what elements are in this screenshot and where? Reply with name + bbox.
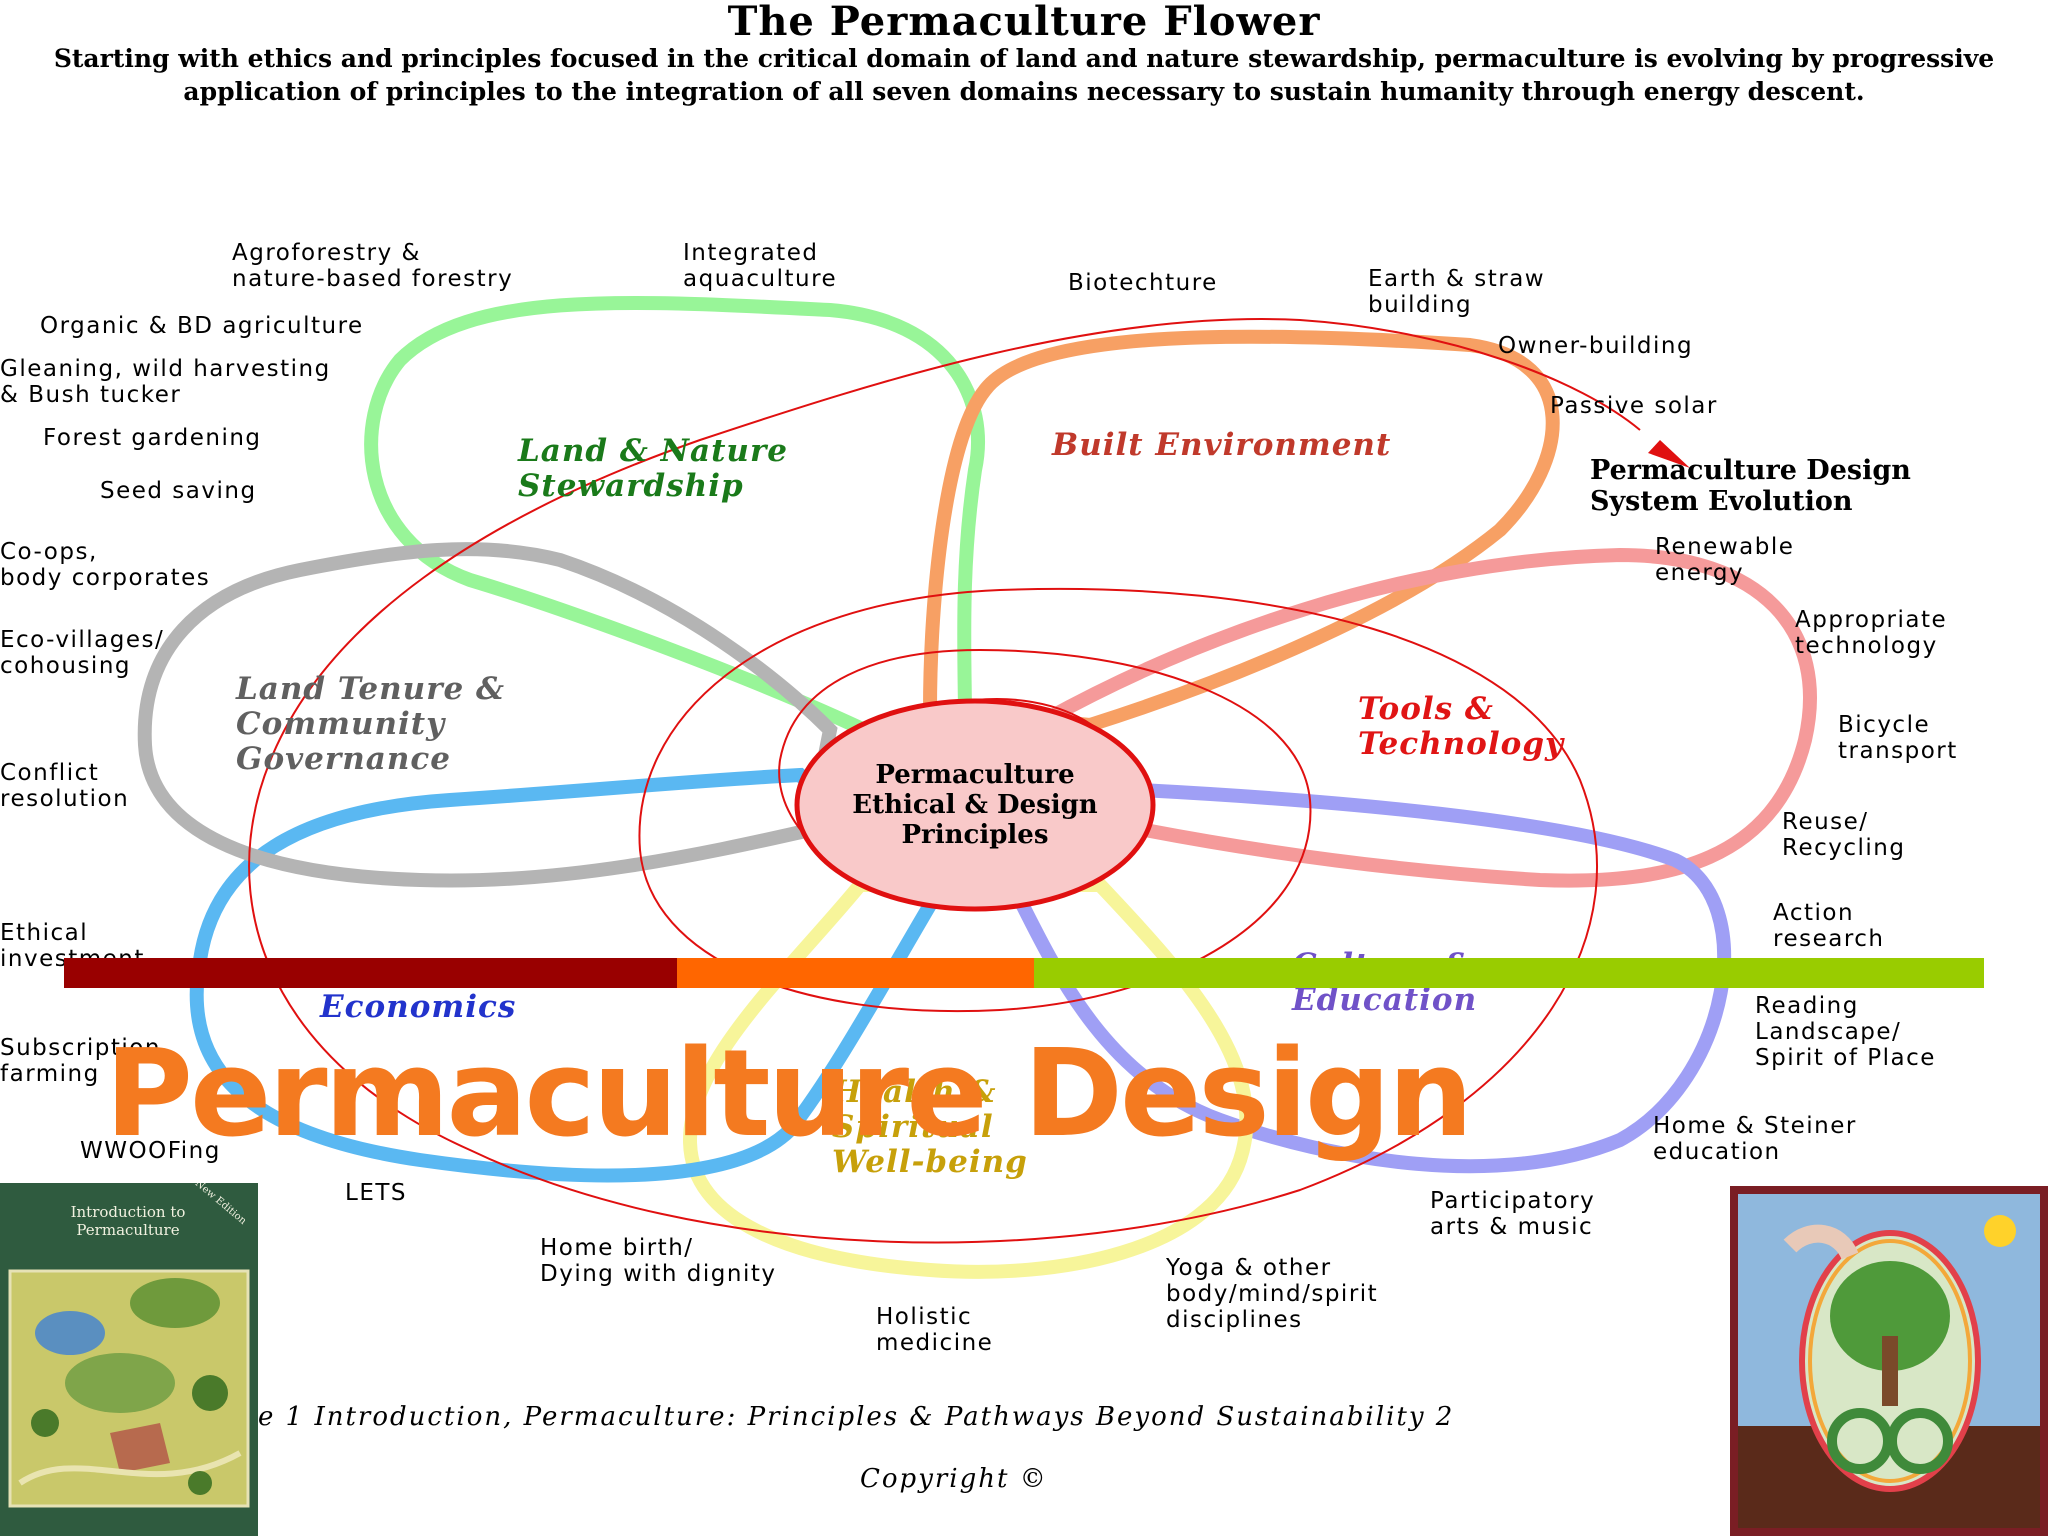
label-reuse: Reuse/ Recycling [1782, 809, 1906, 861]
label-aquaculture: Integrated aquaculture [683, 240, 838, 292]
domain-tenure: Land Tenure & Community Governance [236, 671, 506, 777]
book-title: Introduction to Permaculture [70, 1203, 186, 1239]
figure-caption: e 1 Introduction, Permaculture: Principl… [258, 1402, 1455, 1432]
label-coops: Co-ops, body corporates [0, 539, 211, 591]
center-circle [794, 698, 1156, 912]
evolution-spiral [248, 318, 1641, 1244]
center-label: Permaculture Ethical & Design Principles [852, 760, 1098, 850]
domain-tools: Tools & Technology [1358, 691, 1565, 762]
page-subtitle: Starting with ethics and principles focu… [53, 44, 1995, 106]
label-organic: Organic & BD agriculture [40, 313, 364, 339]
label-seed-saving: Seed saving [100, 478, 257, 504]
evolution-arrowhead [1648, 440, 1690, 468]
label-forest-gardening: Forest gardening [43, 425, 262, 451]
label-holistic: Holistic medicine [876, 1304, 994, 1356]
domain-built: Built Environment [1052, 427, 1392, 463]
bar-segment-red [64, 958, 677, 988]
label-appropriate-tech: Appropriate technology [1795, 607, 1948, 659]
petal-built [922, 329, 1560, 733]
petal-education [1011, 782, 1732, 1174]
label-conflict: Conflict resolution [0, 760, 130, 812]
label-earth-straw: Earth & straw building [1368, 266, 1546, 318]
label-arts: Participatory arts & music [1430, 1188, 1596, 1240]
label-wwoofing: WWOOFing [80, 1138, 221, 1164]
evolution-label: Permaculture Design System Evolution [1590, 455, 1911, 517]
domain-health: Health & Spiritual Well-being [832, 1074, 1028, 1180]
petal-land [364, 295, 985, 743]
egg-painting-art [1738, 1194, 2040, 1528]
label-action-research: Action research [1773, 900, 1885, 952]
label-biotechture: Biotechture [1068, 270, 1218, 296]
book-cover-image: Introduction to Permaculture New Edition [0, 1183, 258, 1536]
section-color-bar [64, 958, 1984, 988]
egg-painting-image [1730, 1186, 2048, 1536]
page-title: The Permaculture Flower [727, 0, 1321, 45]
label-lets: LETS [345, 1180, 407, 1206]
label-gleaning: Gleaning, wild harvesting & Bush tucker [0, 356, 331, 408]
overlay-title: Permaculture Design [105, 1025, 1473, 1164]
label-renewable: Renewable energy [1655, 534, 1795, 586]
bar-segment-orange [677, 958, 1034, 988]
book-cover-map [8, 1269, 250, 1508]
copyright-text: Copyright © [860, 1464, 1048, 1494]
label-yoga: Yoga & other body/mind/spirit discipline… [1166, 1255, 1379, 1333]
domain-land: Land & Nature Stewardship [518, 433, 789, 504]
label-passive-solar: Passive solar [1550, 393, 1718, 419]
petal-health [682, 878, 1254, 1279]
petal-tools [1033, 547, 1817, 888]
label-agroforestry: Agroforestry & nature-based forestry [232, 240, 514, 292]
label-reading-landscape: Reading Landscape/ Spirit of Place [1755, 993, 1936, 1071]
label-owner-building: Owner-building [1498, 333, 1694, 359]
label-subscription: Subscription farming [0, 1035, 161, 1087]
label-ecovillages: Eco-villages/ cohousing [0, 627, 165, 679]
label-bicycle: Bicycle transport [1838, 712, 1958, 764]
label-home-birth: Home birth/ Dying with dignity [540, 1235, 777, 1287]
petal-economics [189, 767, 939, 1183]
label-steiner: Home & Steiner education [1653, 1113, 1857, 1165]
bar-segment-green [1034, 958, 1984, 988]
petal-tenure [137, 542, 838, 888]
